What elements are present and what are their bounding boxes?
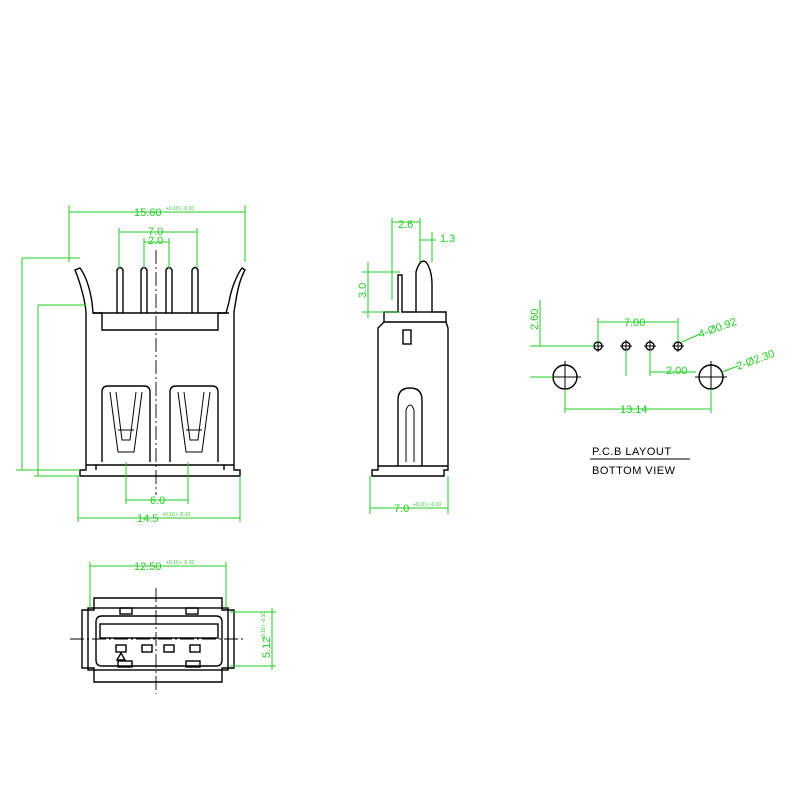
dim-total-width: 15.60 (134, 207, 162, 219)
front-window-right (169, 385, 219, 462)
dim-pin-outer: 7.0 (148, 226, 163, 238)
bottom-tongue (99, 623, 219, 639)
dim-pcb-large-holes: 2-Ø2.30 (735, 348, 776, 373)
dim-pin-pitch: 2.0 (148, 235, 163, 247)
dim-pcb-pin-span: 7.00 (624, 317, 645, 329)
front-pin-1 (116, 266, 124, 313)
dim-pin-height: 3.0 (357, 283, 369, 298)
side-view-dimensions: 2.6 1.3 3.0 7.0 +0.10 / -0.10 (357, 218, 455, 515)
side-view (371, 260, 449, 477)
dim-bottom-height-tol: +0.10 / -0.10 (261, 612, 267, 640)
dim-bottom-width: 12.50 (134, 561, 162, 573)
dim-pcb-small-holes: 4-Ø0.92 (697, 316, 738, 341)
dim-total-width-tol: +0.10 / -0.10 (166, 206, 194, 212)
front-view-dimensions: 15.60 +0.10 / -0.10 7.0 2.0 6.0 14.5 +0.… (16, 205, 246, 525)
dim-pcb-pitch: 2.00 (666, 365, 687, 377)
pcb-title-line2: BOTTOM VIEW (592, 465, 676, 477)
dim-depth-tol: +0.10 / -0.10 (413, 502, 441, 508)
bottom-view (70, 588, 246, 694)
dim-bottom-height: 5.12 (261, 637, 273, 658)
pcb-layout (549, 340, 727, 393)
dim-bottom-width-tol: +0.10 / -0.10 (166, 560, 194, 566)
dim-pin-tip: 1.3 (440, 233, 455, 245)
front-pin-2 (140, 266, 148, 313)
bottom-receptacle (95, 615, 223, 667)
side-contact-slot (397, 387, 423, 466)
dim-pcb-vertical: 2.60 (529, 309, 541, 330)
front-pin-4 (191, 266, 199, 313)
front-window-left (101, 385, 151, 462)
pcb-layout-title: P.C.B LAYOUT BOTTOM VIEW (590, 446, 690, 477)
dim-pcb-large-span: 13.14 (620, 404, 648, 416)
pin-1-marker-icon (115, 651, 127, 661)
pcb-title-line1: P.C.B LAYOUT (592, 446, 672, 458)
side-latch-window (402, 329, 412, 345)
dim-depth: 7.0 (394, 503, 409, 515)
front-body-outline (74, 267, 246, 477)
bottom-outer-flange (81, 597, 235, 683)
side-body-outline (371, 260, 449, 477)
bottom-view-dimensions: 12.50 +0.10 / -0.10 5.12 +0.10 / -0.10 (89, 560, 276, 670)
front-pin-3 (165, 266, 173, 313)
pcb-layout-dimensions: 2.60 7.00 4-Ø0.92 2.00 2-Ø2.30 13.14 (529, 300, 776, 416)
dim-body-width-tol: +0.10 / -0.10 (162, 512, 190, 518)
dim-top-offset: 2.6 (398, 219, 413, 231)
front-view (74, 250, 246, 495)
dim-body-width: 14.5 (137, 513, 158, 525)
dim-bottom-inner: 6.0 (150, 495, 165, 507)
